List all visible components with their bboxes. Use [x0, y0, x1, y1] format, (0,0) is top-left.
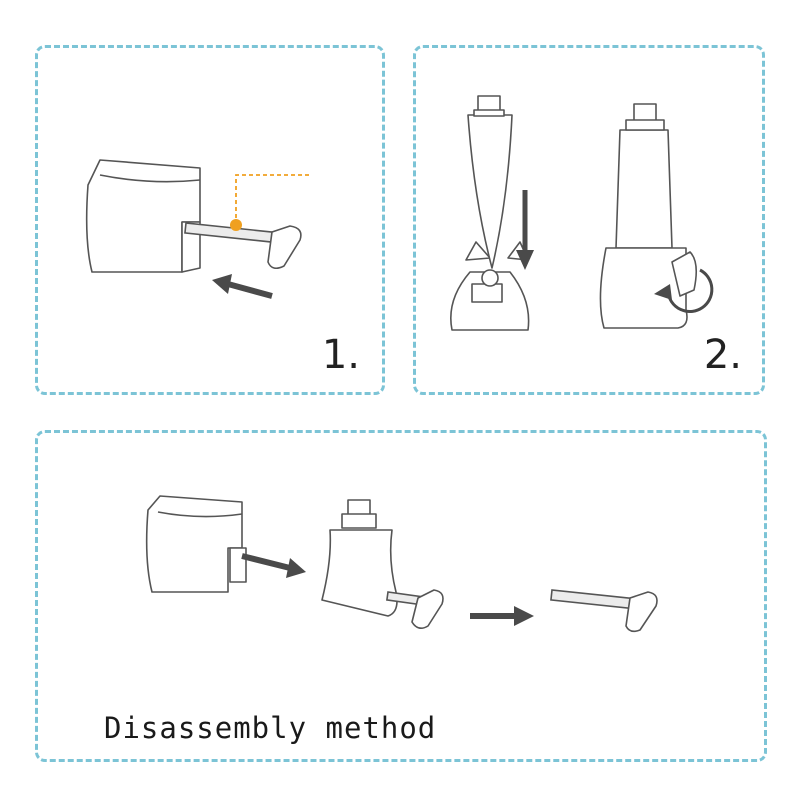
disassembly-illustration — [145, 495, 658, 633]
rotate-arrow-icon — [654, 268, 714, 313]
highlight-guide — [235, 174, 312, 225]
insert-arrow-icon — [212, 274, 273, 299]
step-2-illustration — [450, 95, 714, 331]
remove-arrow-icon — [241, 553, 306, 578]
step-1-panel: 1. — [35, 45, 385, 395]
down-arrow-icon — [516, 190, 534, 270]
next-arrow-icon — [470, 606, 534, 626]
step-1-number: 1. — [321, 332, 360, 378]
step-2-number: 2. — [703, 332, 742, 378]
disassembly-caption: Disassembly method — [104, 711, 437, 745]
step-1-illustration — [85, 159, 312, 299]
disassembly-panel: Disassembly method — [35, 430, 767, 762]
highlight-dot — [230, 219, 242, 231]
step-2-panel: 2. — [413, 45, 765, 395]
